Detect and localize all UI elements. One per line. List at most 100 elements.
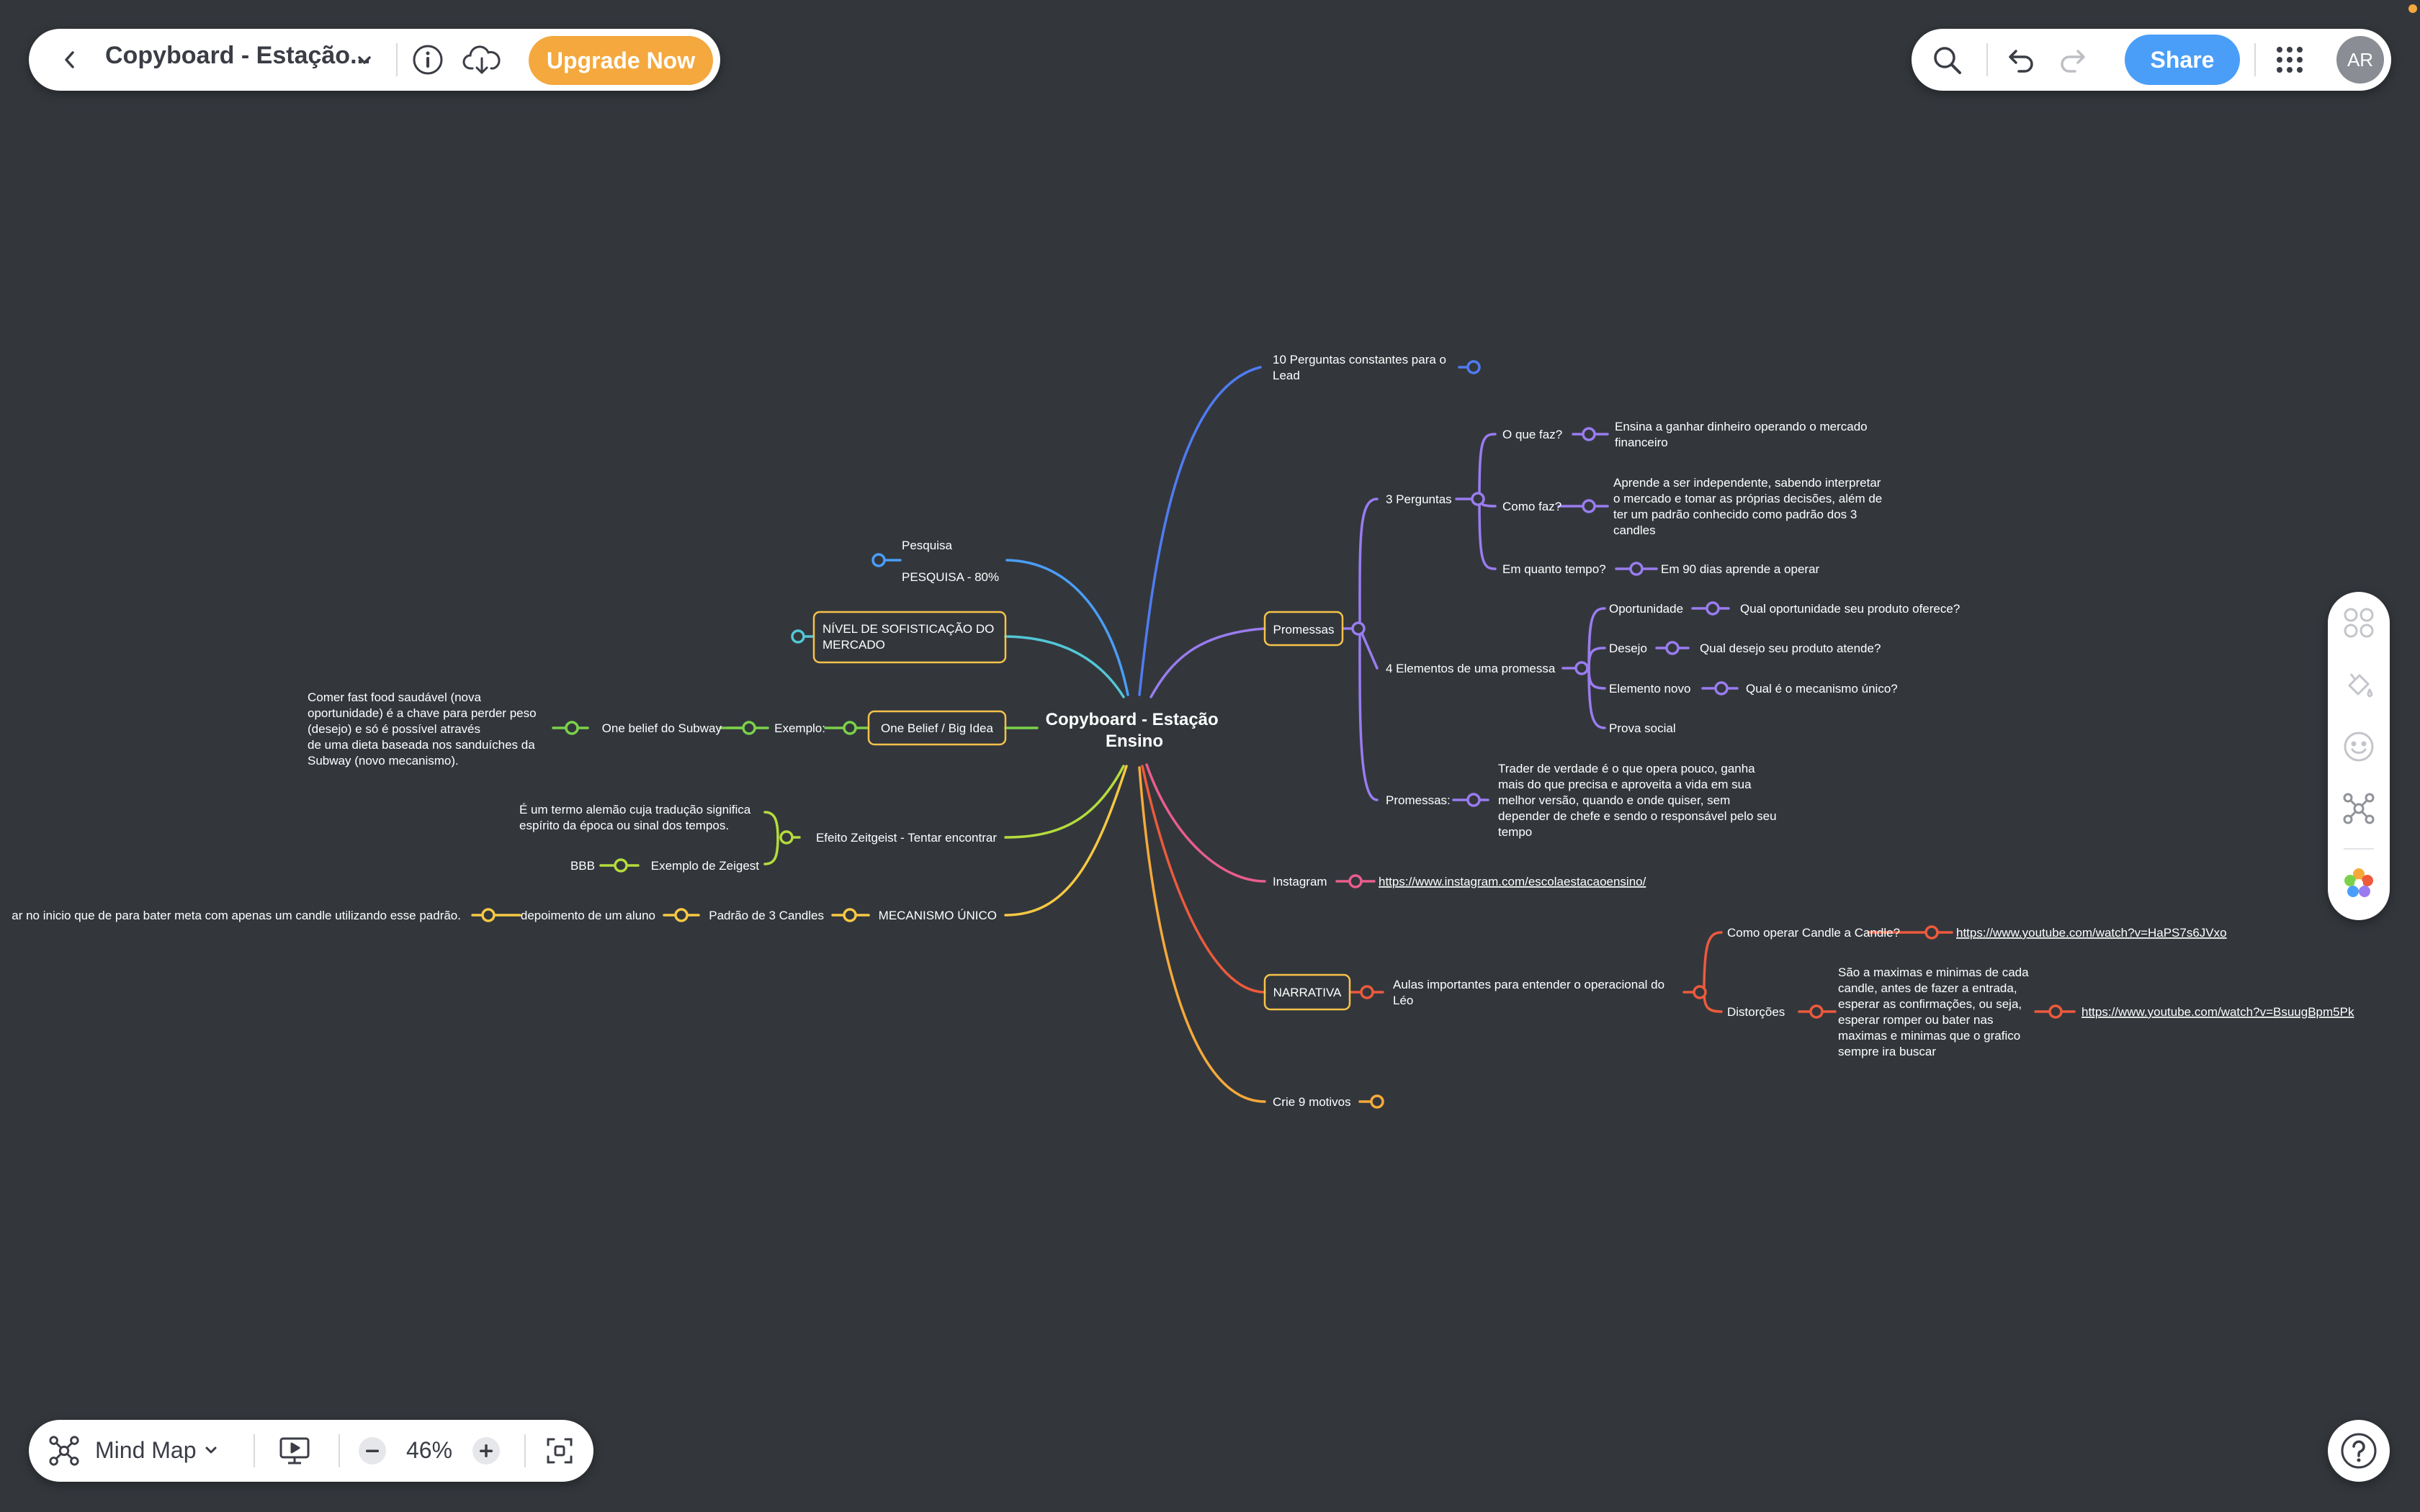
- node-knob[interactable]: [674, 908, 689, 922]
- redo-icon[interactable]: [2056, 43, 2089, 76]
- node-knob[interactable]: [1809, 1004, 1824, 1019]
- node-knob[interactable]: [565, 721, 579, 735]
- link-youtube-2[interactable]: https://www.youtube.com/watch?v=BsuugBpm…: [2081, 1005, 2354, 1019]
- node-pesquisa-80[interactable]: PESQUISA - 80%: [902, 570, 999, 584]
- undo-icon[interactable]: [2005, 43, 2038, 76]
- node-knob[interactable]: [1360, 985, 1374, 999]
- node-knob[interactable]: [2048, 1004, 2063, 1019]
- node-4-elementos[interactable]: 4 Elementos de uma promessa: [1386, 662, 1556, 675]
- link-youtube-1[interactable]: https://www.youtube.com/watch?v=HaPS7s6J…: [1956, 926, 2227, 940]
- node-promessas-text[interactable]: Trader de verdade é o que opera pouco, g…: [1498, 762, 1780, 839]
- avatar[interactable]: AR: [2336, 36, 2384, 84]
- node-knob[interactable]: [1471, 492, 1485, 506]
- upgrade-now-button[interactable]: Upgrade Now: [529, 36, 713, 85]
- mindmap-icon[interactable]: [48, 1434, 81, 1467]
- document-title[interactable]: Copyboard - Estação...: [105, 42, 371, 69]
- node-knob[interactable]: [1629, 562, 1644, 576]
- node-distorcoes[interactable]: Distorções: [1727, 1005, 1785, 1019]
- node-como-operar[interactable]: Como operar Candle a Candle?: [1727, 926, 1900, 940]
- node-aulas[interactable]: Aulas importantes para entender o operac…: [1393, 978, 1668, 1007]
- share-button[interactable]: Share: [2125, 35, 2240, 85]
- node-o-que-faz-answer[interactable]: Ensina a ganhar dinheiro operando o merc…: [1615, 420, 1870, 449]
- node-exemplo[interactable]: Exemplo:: [774, 721, 825, 735]
- cloud-download-icon[interactable]: [462, 41, 501, 78]
- node-nivel[interactable]: NÍVEL DE SOFISTICAÇÃO DO MERCADO: [823, 622, 998, 652]
- node-oportunidade-q[interactable]: Qual oportunidade seu produto oferece?: [1740, 602, 1960, 616]
- node-knob[interactable]: [843, 908, 857, 922]
- node-exemplo-zeigest[interactable]: Exemplo de Zeigest: [651, 859, 760, 873]
- info-icon[interactable]: [411, 42, 445, 77]
- node-knob[interactable]: [871, 553, 886, 567]
- root-node[interactable]: Copyboard - Estação Ensino: [1046, 710, 1224, 751]
- node-promessas[interactable]: Promessas: [1273, 623, 1334, 636]
- node-narrativa-box[interactable]: [1263, 973, 1351, 1011]
- node-knob[interactable]: [614, 858, 628, 873]
- node-promessas-box[interactable]: [1263, 611, 1344, 647]
- node-perguntas-lead[interactable]: 10 Perguntas constantes para o Lead: [1273, 353, 1450, 382]
- structure-icon[interactable]: [2341, 605, 2377, 641]
- chevron-down-icon[interactable]: [199, 1439, 223, 1463]
- node-depoimento-text[interactable]: ar no inicio que de para bater meta com …: [12, 909, 461, 922]
- node-quanto-tempo-answer[interactable]: Em 90 dias aprende a operar: [1661, 562, 1820, 576]
- node-knob[interactable]: [779, 830, 794, 845]
- node-knob[interactable]: [1582, 427, 1596, 441]
- node-elemento-novo[interactable]: Elemento novo: [1609, 682, 1690, 696]
- node-bbb[interactable]: BBB: [570, 859, 595, 873]
- node-desejo-q[interactable]: Qual desejo seu produto atende?: [1700, 642, 1881, 655]
- node-knob[interactable]: [791, 629, 805, 644]
- node-knob[interactable]: [481, 908, 496, 922]
- node-zeitgeist-text[interactable]: É um termo alemão cuja tradução signific…: [519, 803, 754, 832]
- node-quanto-tempo[interactable]: Em quanto tempo?: [1502, 562, 1606, 576]
- zoom-out-icon[interactable]: [356, 1434, 389, 1467]
- node-knob[interactable]: [1574, 661, 1589, 675]
- node-knob[interactable]: [1714, 681, 1729, 696]
- node-3-perguntas[interactable]: 3 Perguntas: [1386, 492, 1452, 506]
- node-knob[interactable]: [1466, 793, 1481, 807]
- apps-grid-icon[interactable]: [2273, 43, 2306, 76]
- node-knob[interactable]: [1924, 925, 1939, 940]
- back-icon[interactable]: [53, 43, 86, 76]
- color-palette-icon[interactable]: [2341, 865, 2377, 901]
- node-nivel-box[interactable]: [812, 611, 1007, 664]
- emoji-icon[interactable]: [2341, 729, 2377, 765]
- node-knob[interactable]: [1706, 601, 1720, 616]
- node-one-belief-box[interactable]: [867, 710, 1007, 746]
- view-mode-label[interactable]: Mind Map: [95, 1437, 197, 1463]
- node-crie-motivos[interactable]: Crie 9 motivos: [1273, 1095, 1351, 1109]
- node-narrativa[interactable]: NARRATIVA: [1273, 986, 1342, 999]
- chevron-down-icon[interactable]: [350, 46, 379, 75]
- node-promessas-sub[interactable]: Promessas:: [1386, 793, 1451, 807]
- node-knob[interactable]: [1348, 874, 1363, 888]
- node-como-faz-answer[interactable]: Aprende a ser independente, sabendo inte…: [1613, 476, 1886, 537]
- search-icon[interactable]: [1930, 43, 1965, 78]
- node-oportunidade[interactable]: Oportunidade: [1609, 602, 1683, 616]
- node-como-faz[interactable]: Como faz?: [1502, 500, 1561, 513]
- node-elemento-novo-q[interactable]: Qual é o mecanismo único?: [1746, 682, 1898, 696]
- node-subway-text[interactable]: Comer fast food saudável (nova oportunid…: [308, 690, 539, 768]
- node-distorcoes-text[interactable]: São a maximas e minimas de cada candle, …: [1838, 966, 2032, 1058]
- node-prova-social[interactable]: Prova social: [1609, 721, 1676, 735]
- node-instagram[interactable]: Instagram: [1273, 875, 1327, 888]
- node-knob[interactable]: [843, 721, 857, 735]
- node-knob[interactable]: [1693, 985, 1707, 999]
- help-button[interactable]: [2328, 1420, 2390, 1482]
- node-desejo[interactable]: Desejo: [1609, 642, 1647, 655]
- node-depoimento[interactable]: depoimento de um aluno: [521, 909, 655, 922]
- node-knob[interactable]: [1466, 360, 1481, 374]
- paint-bucket-icon[interactable]: [2341, 667, 2377, 703]
- node-o-que-faz[interactable]: O que faz?: [1502, 428, 1562, 441]
- node-one-belief[interactable]: One Belief / Big Idea: [881, 721, 993, 735]
- fit-screen-icon[interactable]: [543, 1434, 576, 1467]
- node-pesquisa[interactable]: Pesquisa: [902, 539, 952, 552]
- node-mecanismo[interactable]: MECANISMO ÚNICO: [879, 909, 997, 922]
- node-zeitgeist[interactable]: Efeito Zeitgeist - Tentar encontrar: [816, 831, 997, 845]
- node-padrao[interactable]: Padrão de 3 Candles: [709, 909, 824, 922]
- node-knob[interactable]: [1665, 641, 1680, 655]
- presentation-icon[interactable]: [277, 1434, 313, 1467]
- mindmap-layout-icon[interactable]: [2341, 791, 2377, 827]
- node-one-belief-subway[interactable]: One belief do Subway: [602, 721, 722, 735]
- zoom-in-icon[interactable]: [470, 1434, 503, 1467]
- link-instagram[interactable]: https://www.instagram.com/escolaestacaoe…: [1379, 875, 1646, 888]
- node-knob[interactable]: [1351, 621, 1366, 636]
